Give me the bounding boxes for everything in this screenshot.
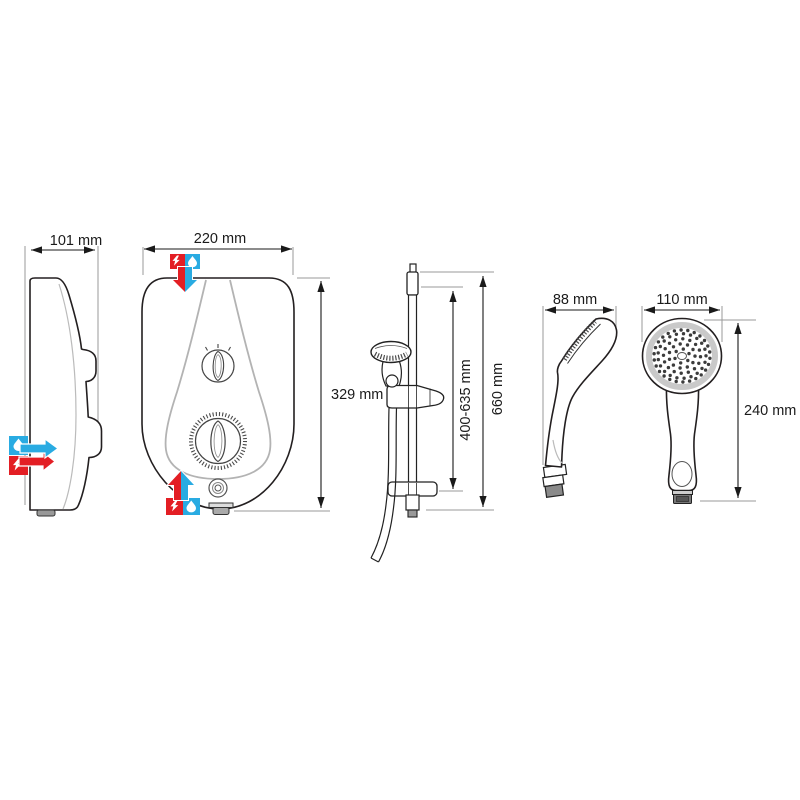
handle-highlight [552,439,563,464]
side-body-highlight [58,283,77,510]
start-stop-button [208,478,228,498]
sliding-bracket [386,384,445,409]
shower-hose [370,407,398,563]
shower-unit-front-view: 220 mm [141,231,383,515]
inlet-icon-bottom [165,469,200,515]
spray-nozzle-dots [652,328,712,384]
unit-side-body [29,277,103,511]
water-inlet-arrow [19,437,60,460]
dim-front-width-label: 220 mm [194,231,246,247]
rail-bottom-end [405,494,420,511]
handset-connector-side [542,463,568,499]
handset-side-body [544,317,618,468]
handset-front-view: 110 mm 240 mm [641,292,796,504]
inlet-arrow-up-blue [181,471,194,500]
power-selector-knob [201,344,235,383]
handset-side-view: 88 mm [542,292,618,499]
inlet-connections-icon-side [9,436,60,475]
bottom-outlet-stub [36,509,56,517]
connector-collar [672,490,693,495]
face-band-inner-line [567,323,601,364]
inlet-icon-top [170,254,200,294]
spray-face-texture [373,351,409,361]
temperature-dial [189,412,247,470]
spray-face-texture [562,319,597,361]
rail-bottom-nub [407,509,418,518]
riser-rail-view: 400-635 mm 660 mm [370,263,506,563]
handset-handle [665,385,700,492]
bracket-joint-knob [385,374,399,388]
head-center-nozzle [677,352,687,360]
head-rim-line [374,345,408,349]
dim-handset-side-width-label: 88 mm [553,292,597,308]
dim-rail-adjustable-label: 400-635 mm [458,359,474,440]
connector-thread [676,496,689,502]
shower-unit-side-view: 101 mm [9,233,103,517]
unit-front-body [141,277,295,510]
rail-top-cap [406,271,419,296]
inlet-arrow-down-blue [185,267,197,292]
dim-side-width-label: 101 mm [50,233,102,249]
dim-rail-overall-label: 660 mm [490,363,506,415]
dim-handset-front-height-label: 240 mm [744,403,796,419]
dim-handset-front-width-label: 110 mm [656,292,707,308]
hose-outlet [208,502,234,515]
inlet-arrow-down-red [173,267,185,292]
handle-grip-detail [671,461,693,487]
dim-front-height-label: 329 mm [331,387,383,403]
inlet-arrow-up-red [168,471,181,500]
handset-head-on-rail [370,340,412,364]
head-gray-ring [646,322,718,390]
